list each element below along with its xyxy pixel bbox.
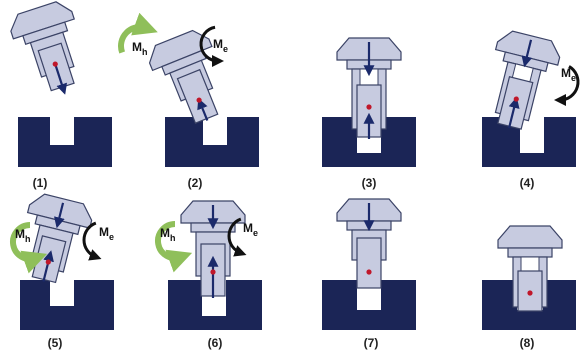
panel-7-center-dot	[366, 269, 372, 275]
panel-3-label: (3)	[361, 176, 377, 190]
panel-2-external-moment-label: Me	[213, 37, 228, 54]
panel-6-external-moment-arrow	[227, 217, 247, 257]
panel-3-gripper	[336, 37, 402, 139]
panel-5-label: (5)	[47, 336, 63, 350]
panel-5-external-moment-arrow	[82, 221, 102, 261]
panel-2-label: (2)	[187, 176, 203, 190]
panel-5-force-arrow-down	[54, 202, 65, 229]
panel-5-holding-moment-label: Mh	[15, 227, 31, 244]
panel-5-holding-moment-arrow	[10, 222, 48, 274]
panel-4-center-dot	[513, 96, 519, 102]
panel-4-block	[482, 117, 576, 167]
panel-6-holding-moment-subscript: h	[170, 233, 176, 243]
panel-8-label: (8)	[519, 336, 535, 350]
panel-6-label: (6)	[207, 336, 223, 350]
panel-4-force-arrow-up	[507, 96, 520, 129]
panel-4-external-moment-label: Me	[561, 66, 576, 83]
panel-7-peg	[356, 237, 382, 289]
panel-7-label: (7)	[363, 336, 379, 350]
panel-2-holding-moment-arrow	[118, 12, 158, 54]
panel-4-external-moment-subscript: e	[571, 73, 576, 83]
panel-2-holding-moment-subscript: h	[142, 47, 148, 57]
panel-2-gripper	[148, 29, 219, 124]
panel-8-block	[482, 280, 576, 330]
panel-6-external-moment-label: Me	[243, 221, 258, 238]
panel-8-gripper	[497, 225, 563, 312]
panel-5-external-moment-subscript: e	[109, 232, 114, 242]
panel-4-external-moment-arrow	[554, 65, 580, 106]
panel-6-holding-moment-label: Mh	[160, 226, 176, 243]
panel-1-gripper	[10, 1, 75, 95]
panel-2-holding-moment-label: Mh	[132, 40, 148, 57]
panel-8-gripper-head	[497, 225, 563, 249]
panel-7-gripper	[336, 198, 402, 289]
panel-2-block	[165, 117, 259, 167]
panel-8-center-dot	[527, 290, 533, 296]
panel-6-block	[168, 280, 262, 330]
panel-6-holding-moment-symbol: M	[160, 226, 170, 240]
panel-2-center-dot	[196, 97, 202, 103]
panel-2-holding-moment-symbol: M	[132, 40, 142, 54]
panel-4-gripper	[494, 30, 561, 130]
panel-1-gripper-head	[10, 1, 75, 40]
panel-3-center-dot	[366, 104, 372, 110]
panel-1-block	[18, 117, 112, 167]
panel-2-gripper-head	[148, 29, 213, 72]
panel-2-external-moment-arrow	[199, 25, 224, 67]
panel-5-holding-moment-subscript: h	[25, 234, 31, 244]
panel-1-label: (1)	[32, 176, 48, 190]
panel-4-force-arrow-down	[521, 39, 533, 68]
panel-5-holding-moment-symbol: M	[15, 227, 25, 241]
panel-5-external-moment-symbol: M	[99, 225, 109, 239]
panel-5-gripper-head	[26, 193, 93, 229]
panel-2-force-arrow-up	[197, 98, 209, 121]
panel-5-block	[20, 280, 114, 330]
panel-7-block	[322, 280, 416, 330]
panel-6-external-moment-subscript: e	[253, 228, 258, 238]
panel-3-block	[322, 117, 416, 167]
panel-5-external-moment-label: Me	[99, 225, 114, 242]
panel-2-external-moment-subscript: e	[223, 44, 228, 54]
panel-8-gripper-flange	[507, 247, 553, 258]
panel-6-center-dot	[210, 269, 216, 275]
panel-6-gripper	[180, 200, 246, 298]
panel-1-center-dot	[52, 61, 58, 67]
panel-4-gripper-head	[494, 30, 561, 66]
panel-2-external-moment-symbol: M	[213, 37, 223, 51]
panel-4-label: (4)	[519, 176, 535, 190]
panel-6-holding-moment-arrow	[155, 221, 193, 273]
panel-6-external-moment-symbol: M	[243, 221, 253, 235]
panel-1-force-arrow-push	[54, 63, 68, 95]
panel-4-external-moment-symbol: M	[561, 66, 571, 80]
